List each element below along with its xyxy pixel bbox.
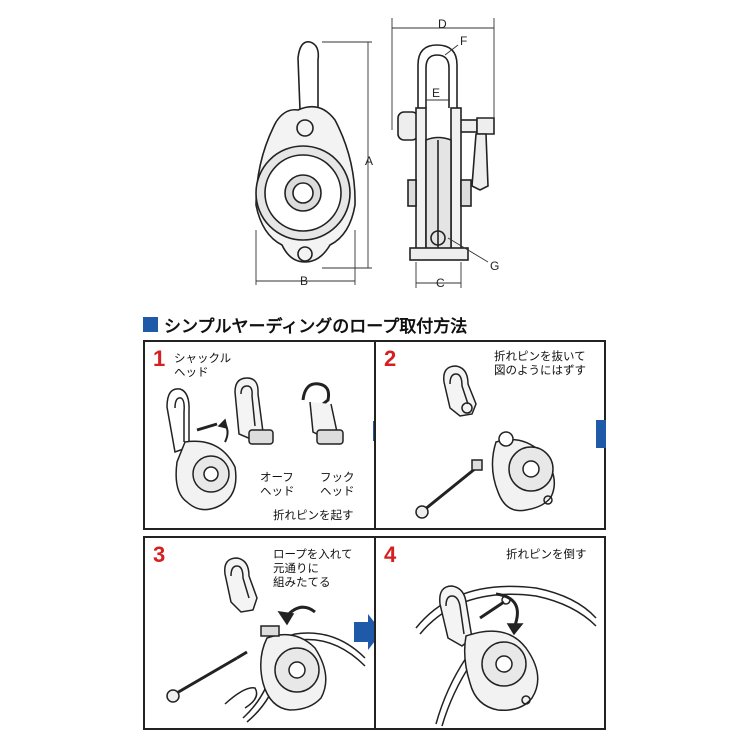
step-3-caption: ロープを入れて 元通りに 組みたてる xyxy=(273,547,353,589)
step-panel-1: 1 シャックル ヘッド オーフ ヘッド フック ヘッド 折れピンを起す xyxy=(143,340,376,530)
step-number-3: 3 xyxy=(153,542,166,567)
step-4-illustration xyxy=(415,585,597,727)
section-title: シンプルヤーディングのロープ取付方法 xyxy=(143,312,468,337)
step-number-2: 2 xyxy=(384,346,397,371)
step-number-4: 4 xyxy=(384,542,397,567)
block-front-view xyxy=(255,41,372,285)
step-1-hook-label: フック ヘッド xyxy=(320,470,355,498)
step-4-caption: 折れピンを倒す xyxy=(506,547,587,561)
step-1-illustration xyxy=(166,377,344,511)
step-3-illustration xyxy=(166,557,366,723)
step-2-caption: 折れピンを抜いて 図のようにはずす xyxy=(494,349,586,377)
step-number-1: 1 xyxy=(153,346,166,371)
dim-label-a: A xyxy=(365,154,374,168)
step-2-illustration xyxy=(415,365,556,519)
dim-label-d: D xyxy=(438,17,447,31)
step-panel-2: 2 折れピンを抜いて 図のようにはずす xyxy=(374,340,606,530)
dim-label-g: G xyxy=(490,259,500,273)
step-1-shackle-label: シャックル ヘッド xyxy=(174,351,232,379)
step-panel-3: 3 ロープを入れて 元通りに 組みたてる xyxy=(143,536,376,730)
panel-2-edge-marker xyxy=(596,420,606,448)
step-1-caption: 折れピンを起す xyxy=(273,508,354,522)
step-1-eye-label: オーフ ヘッド xyxy=(260,470,295,498)
block-side-view xyxy=(391,18,495,288)
title-square-icon xyxy=(143,316,158,332)
dim-label-e: E xyxy=(432,86,441,100)
dim-label-c: C xyxy=(436,276,445,290)
dim-label-b: B xyxy=(300,274,309,288)
step-panel-4: 4 折れピンを倒す xyxy=(374,536,606,730)
dim-label-f: F xyxy=(460,34,468,48)
section-title-text: シンプルヤーディングのロープ取付方法 xyxy=(164,316,468,337)
